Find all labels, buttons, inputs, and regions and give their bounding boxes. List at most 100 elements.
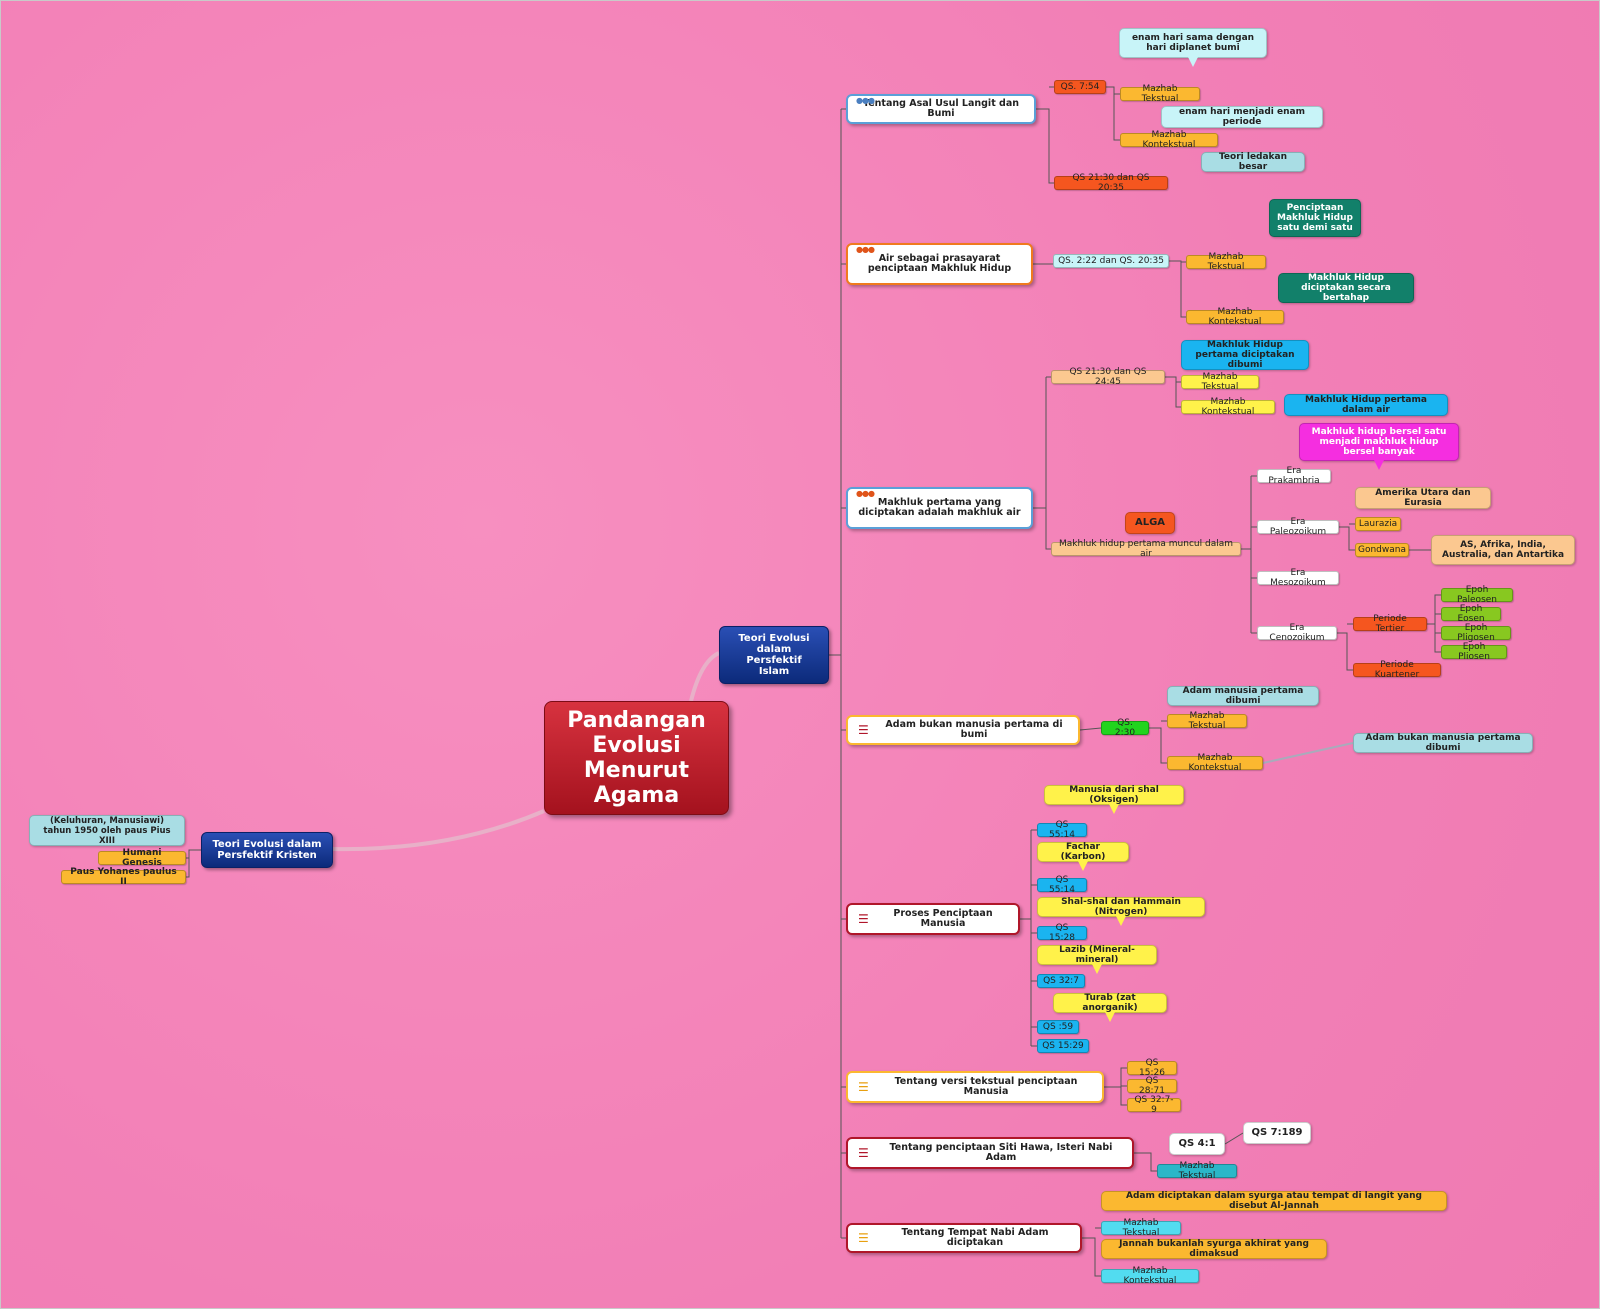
root-topic[interactable]: Pandangan Evolusi Menurut Agama — [544, 701, 729, 815]
note-adam-pertama[interactable]: Adam manusia pertama dibumi — [1167, 686, 1319, 706]
note-humani[interactable]: (Keluhuran, Manusiawi) tahun 1950 oleh p… — [29, 815, 185, 846]
tag-qs-2-22[interactable]: QS. 2:22 dan QS. 20:35 — [1053, 254, 1169, 268]
note-qs-4-1[interactable]: QS 4:1 — [1169, 1133, 1225, 1155]
note-adam-bukan[interactable]: Adam bukan manusia pertama dibumi — [1353, 733, 1533, 753]
connector-line — [1079, 727, 1102, 731]
note-ledakan-besar[interactable]: Teori ledakan besar — [1201, 152, 1305, 172]
tag-mazhab-kontekstual-4[interactable]: Mazhab Kontekstual — [1167, 753, 1263, 773]
tag-qs-21-30-20-35[interactable]: QS 21:30 dan QS 20:35 — [1054, 173, 1168, 193]
note-oksigen[interactable]: Manusia dari shal (Oksigen) — [1044, 785, 1184, 805]
note-as-afrika[interactable]: AS, Afrika, India, Australia, dan Antart… — [1431, 535, 1575, 565]
topic-hawa[interactable]: ☰ Tentang penciptaan Siti Hawa, Isteri N… — [846, 1137, 1134, 1169]
note-amerika-eurasia[interactable]: Amerika Utara dan Eurasia — [1355, 487, 1491, 509]
topic-hawa-label: Tentang penciptaan Siti Hawa, Isteri Nab… — [889, 1142, 1113, 1163]
topic-asal-usul[interactable]: ●●● Tentang Asal Usul Langit dan Bumi — [846, 94, 1036, 124]
list-icon: ☰ — [858, 1231, 869, 1245]
tag-qs-55-14-b[interactable]: QS 55:14 — [1037, 875, 1087, 895]
topic-tempat[interactable]: ☰ Tentang Tempat Nabi Adam diciptakan — [846, 1223, 1082, 1253]
branch-kristen[interactable]: Teori Evolusi dalam Persfektif Kristen — [201, 832, 333, 868]
note-enam-periode[interactable]: enam hari menjadi enam periode — [1161, 106, 1323, 128]
tag-humani-genesis[interactable]: Humani Genesis — [98, 848, 186, 868]
tag-epoh-pliosen[interactable]: Epoh Pliosen — [1441, 642, 1507, 662]
tag-qs-21-30-24-45[interactable]: QS 21:30 dan QS 24:45 — [1051, 367, 1165, 387]
tag-mazhab-tekstual-8[interactable]: Mazhab Tekstual — [1101, 1218, 1181, 1238]
note-alga[interactable]: ALGA — [1125, 512, 1175, 534]
list-icon: ☰ — [858, 1080, 869, 1094]
tag-qs-7-54[interactable]: QS. 7:54 — [1054, 80, 1106, 94]
note-mineral[interactable]: Lazib (Mineral-mineral) — [1037, 945, 1157, 965]
tag-qs-59[interactable]: QS :59 — [1037, 1020, 1079, 1034]
tag-mazhab-tekstual-2[interactable]: Mazhab Tekstual — [1186, 252, 1266, 272]
topic-tempat-label: Tentang Tempat Nabi Adam diciptakan — [901, 1227, 1049, 1248]
note-bersel[interactable]: Makhluk hidup bersel satu menjadi makhlu… — [1299, 423, 1459, 461]
connector-line — [1169, 260, 1186, 318]
topic-air[interactable]: ●●● Air sebagai prasayarat penciptaan Ma… — [846, 243, 1033, 285]
topic-versi-tekstual-label: Tentang versi tekstual penciptaan Manusi… — [894, 1076, 1078, 1097]
connector-line — [1337, 632, 1353, 671]
three-dots-icon: ●●● — [856, 96, 875, 105]
note-bertahap[interactable]: Makhluk Hidup diciptakan secara bertahap — [1278, 273, 1414, 303]
note-jannah-bukan[interactable]: Jannah bukanlah syurga akhirat yang dima… — [1101, 1239, 1327, 1259]
note-dalam-air[interactable]: Makhluk Hidup pertama dalam air — [1284, 394, 1448, 416]
note-anorganik[interactable]: Turab (zat anorganik) — [1053, 993, 1167, 1013]
note-al-jannah[interactable]: Adam diciptakan dalam syurga atau tempat… — [1101, 1191, 1447, 1211]
tag-gondwana[interactable]: Gondwana — [1355, 543, 1409, 557]
tag-mazhab-tekstual-7[interactable]: Mazhab Tekstual — [1157, 1161, 1237, 1181]
note-nitrogen[interactable]: Shal-shal dan Hammain (Nitrogen) — [1037, 897, 1205, 917]
tag-qs-2-30[interactable]: QS. 2:30 — [1101, 718, 1149, 738]
tag-epoh-eosen[interactable]: Epoh Eosen — [1441, 604, 1501, 624]
connector-line — [1033, 507, 1051, 550]
topic-makhluk-pertama[interactable]: ●●● Makhluk pertama yang diciptakan adal… — [846, 487, 1033, 529]
list-icon: ☰ — [858, 1146, 869, 1160]
tag-era-prakambria[interactable]: Era Prakambria — [1257, 466, 1331, 486]
connector-line — [332, 809, 545, 852]
topic-proses[interactable]: ☰ Proses Penciptaan Manusia — [846, 903, 1020, 935]
tag-qs-32-7[interactable]: QS 32:7 — [1037, 974, 1085, 988]
connector-line — [186, 849, 201, 878]
tag-era-cenozoikum[interactable]: Era Cenozoikum — [1257, 623, 1337, 643]
connector-line — [1149, 727, 1167, 764]
topic-adam[interactable]: ☰ Adam bukan manusia pertama di bumi — [846, 715, 1080, 745]
tag-mazhab-tekstual-3[interactable]: Mazhab Tekstual — [1181, 372, 1259, 392]
tag-era-paleozoikum[interactable]: Era Paleozoikum — [1257, 517, 1339, 537]
topic-makhluk-pertama-label: Makhluk pertama yang diciptakan adalah m… — [858, 497, 1021, 518]
tag-mazhab-kontekstual-2[interactable]: Mazhab Kontekstual — [1186, 307, 1284, 327]
connector-line — [689, 651, 720, 702]
tag-mazhab-kontekstual-1[interactable]: Mazhab Kontekstual — [1120, 130, 1218, 150]
tag-qs-28-71[interactable]: QS 28:71 — [1127, 1076, 1177, 1096]
tag-mazhab-kontekstual-8[interactable]: Mazhab Kontekstual — [1101, 1266, 1199, 1286]
note-dibumi[interactable]: Makhluk Hidup pertama diciptakan dibumi — [1181, 340, 1309, 370]
three-dots-icon: ●●● — [856, 245, 875, 254]
branch-islam[interactable]: Teori Evolusi dalam Persfektif Islam — [719, 626, 829, 684]
tag-laurazia[interactable]: Laurazia — [1355, 517, 1401, 531]
note-qs-7-189[interactable]: QS 7:189 — [1243, 1122, 1311, 1144]
tag-qs-15-29[interactable]: QS 15:29 — [1037, 1039, 1089, 1053]
tag-mazhab-tekstual-4[interactable]: Mazhab Tekstual — [1167, 711, 1247, 731]
note-enam-hari-bumi[interactable]: enam hari sama dengan hari diplanet bumi — [1119, 28, 1267, 58]
tag-qs-32-7-9[interactable]: QS 32:7-9 — [1127, 1095, 1181, 1115]
connector-line — [1106, 86, 1120, 141]
connector-line — [1434, 624, 1441, 653]
tag-epoh-pligosen[interactable]: Epoh Pligosen — [1441, 623, 1511, 643]
tag-qs-15-26[interactable]: QS 15:26 — [1127, 1058, 1177, 1078]
connector-line — [1036, 108, 1054, 184]
tag-qs-55-14-a[interactable]: QS 55:14 — [1037, 820, 1087, 840]
tag-epoh-paleosen[interactable]: Epoh Paleosen — [1441, 585, 1513, 605]
tag-qs-15-28[interactable]: QS 15:28 — [1037, 923, 1087, 943]
list-icon: ☰ — [858, 723, 869, 737]
connector-line — [1165, 376, 1181, 408]
tag-muncul-dalam-air[interactable]: Makhluk hidup pertama muncul dalam air — [1051, 539, 1241, 559]
topic-air-label: Air sebagai prasayarat penciptaan Makhlu… — [867, 253, 1012, 274]
tag-mazhab-tekstual-1[interactable]: Mazhab Tekstual — [1120, 84, 1200, 104]
note-satu-demi-satu[interactable]: Penciptaan Makhluk Hidup satu demi satu — [1269, 199, 1361, 237]
note-karbon[interactable]: Fachar (Karbon) — [1037, 842, 1129, 862]
tag-mazhab-kontekstual-3[interactable]: Mazhab Kontekstual — [1181, 397, 1275, 417]
tag-periode-kuartener[interactable]: Periode Kuartener — [1353, 660, 1441, 680]
tag-paus-yohanes[interactable]: Paus Yohanes paulus II — [61, 867, 186, 887]
tag-era-mesozoikum[interactable]: Era Mesozoikum — [1257, 568, 1339, 588]
topic-proses-label: Proses Penciptaan Manusia — [893, 908, 993, 929]
tag-periode-tertier[interactable]: Periode Tertier — [1353, 614, 1427, 634]
topic-versi-tekstual[interactable]: ☰ Tentang versi tekstual penciptaan Manu… — [846, 1071, 1104, 1103]
